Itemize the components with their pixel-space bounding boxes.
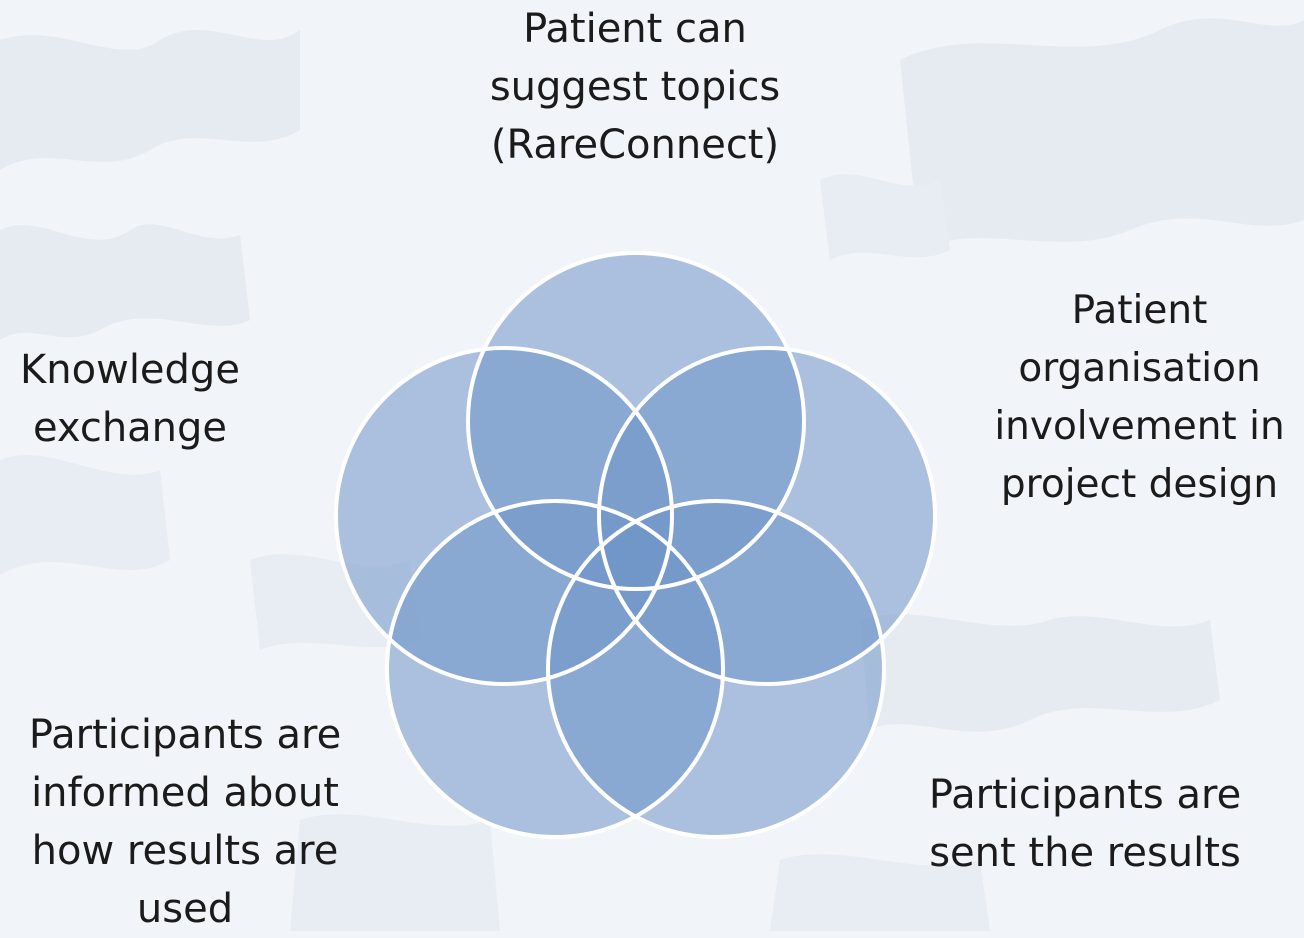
label-knowledge-exchange: Knowledge exchange: [20, 347, 240, 451]
circle-left-outline: [334, 346, 674, 686]
circle-bottom-left-outline: [385, 499, 725, 839]
circle-top-outline: [466, 251, 806, 591]
circle-right-outline: [597, 346, 937, 686]
label-patient-organisation-involvement: Patient organisation involvement in proj…: [994, 288, 1285, 507]
label-participants-sent-results: Participants are sent the results: [928, 772, 1242, 876]
circle-bottom-right: [548, 501, 884, 837]
label-participants-informed: Participants are informed about how resu…: [28, 712, 342, 932]
label-patient-can-suggest-topics: Patient can suggest topics (RareConnect): [489, 6, 781, 168]
circle-bottom-right-outline: [546, 499, 886, 839]
